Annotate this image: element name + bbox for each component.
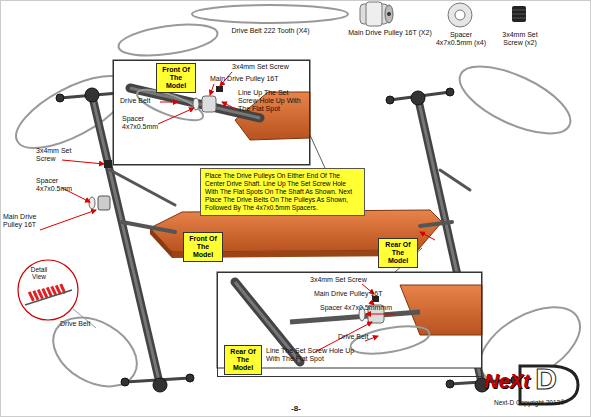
- logo-letter: D: [524, 362, 568, 397]
- copyright: Next-D Copyright 2013©: [494, 399, 586, 406]
- part-label: Main Drive Pulley 16T: [210, 75, 294, 83]
- part-label: Main Drive Pulley 16T: [314, 290, 404, 298]
- part-name: 3x4mm Set Screw: [36, 147, 76, 163]
- part-name: Drive Belt 222 Tooth (X4): [213, 27, 328, 35]
- tag-text: Front Of The Model: [162, 66, 190, 89]
- instruction-note: Place The Drive Pulleys On Either End Of…: [200, 168, 365, 216]
- orientation-tag: Rear Of The Model: [224, 345, 262, 375]
- tag-text: Front Of The Model: [189, 235, 217, 258]
- part-label: 3x4mm Set Screw: [232, 63, 302, 71]
- part-label: Spacer 4x7x0.5mmmm: [320, 304, 410, 312]
- part-label: Line Up The Set Screw Hole Up With The F…: [238, 89, 308, 113]
- part-name: Main Drive Pulley 16T (X2): [342, 29, 438, 37]
- part-label: Drive Belt: [120, 97, 160, 105]
- inset-view: 3x4mm Set ScrewMain Drive Pulley 16T Spac…: [217, 272, 482, 377]
- part-label: 3x4mm Set Screw: [310, 276, 390, 284]
- logo-text: NeXt: [474, 370, 540, 393]
- part-name: 3x4mm Set Screw (x2): [494, 31, 546, 47]
- orientation-tag: Front Of The Model: [156, 63, 196, 93]
- part-name: Main Drive Pulley 16T: [3, 213, 45, 229]
- tag-text: Rear Of The Model: [385, 241, 410, 264]
- orientation-tag: Rear Of The Model: [378, 238, 418, 268]
- part-label: Spacer 4x7x0.5mm: [122, 115, 164, 131]
- part-label: Drive Belt: [338, 333, 388, 341]
- part-label: Line The Set Screw Hole Up With The Flat…: [266, 347, 361, 363]
- tag-text: Rear Of The Model: [230, 348, 255, 371]
- inset-view: 3x4mm Set ScrewMain Drive Pulley 16T Driv…: [113, 60, 310, 165]
- part-name: Drive Belt: [60, 320, 100, 328]
- page-number: -8-: [282, 404, 310, 413]
- detail-label: Detail View: [24, 266, 54, 281]
- part-name: Spacer 4x7x0.5mm: [36, 177, 76, 193]
- tag-text: Place The Drive Pulleys On Either End Of…: [205, 172, 352, 211]
- pulley-part: [360, 2, 393, 26]
- orientation-tag: Front Of The Model: [183, 232, 223, 262]
- part-name: Spacer 4x7x0.5mm (x4): [432, 31, 490, 47]
